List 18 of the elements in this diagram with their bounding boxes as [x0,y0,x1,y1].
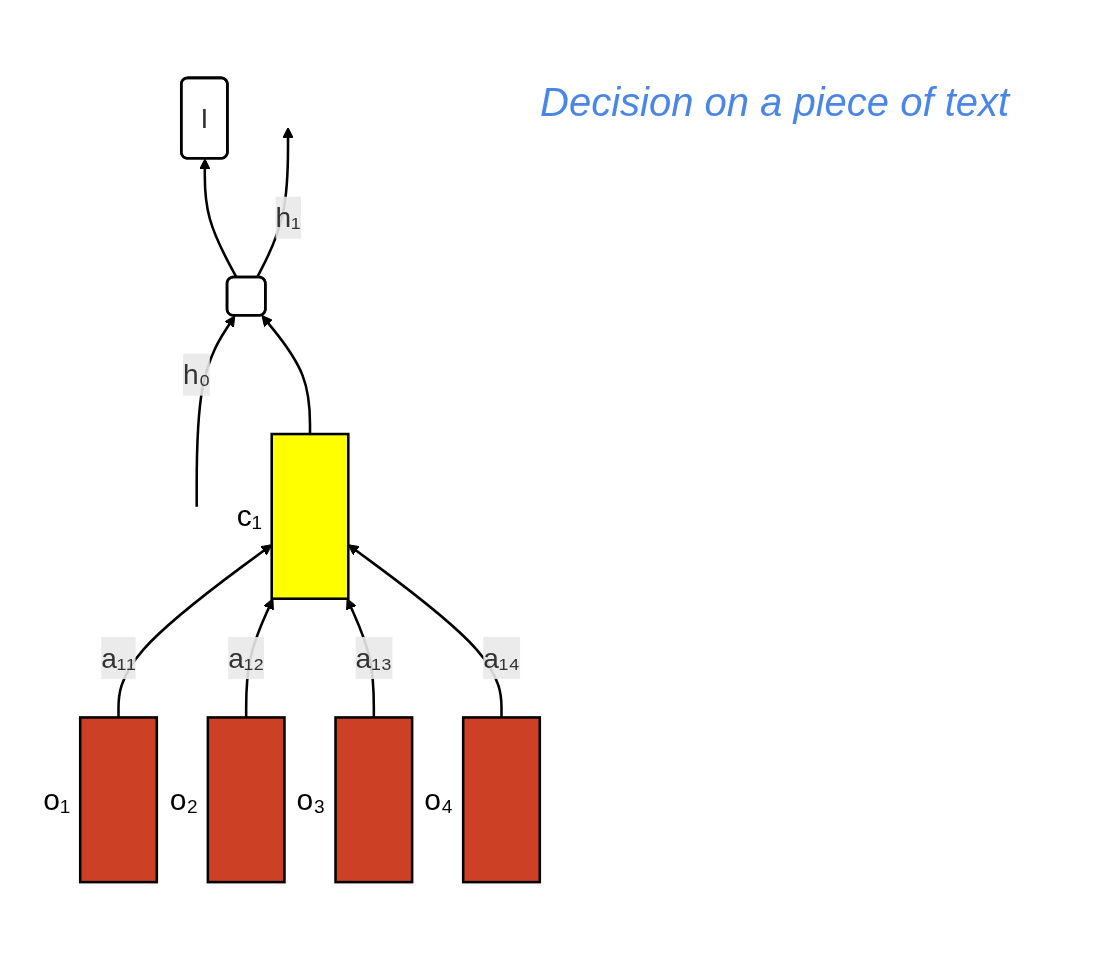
title: Decision on a piece of text [540,80,1010,125]
node-bar [461,716,542,884]
node-caption: o₃ [296,782,326,817]
edge-label: a₁₂ [228,642,265,675]
edge-label: a₁₄ [483,642,520,675]
node-caption: o₄ [424,782,454,817]
node-bar [206,716,286,884]
node-bar [334,716,414,884]
arrow [261,314,312,435]
node-bar [78,716,159,884]
edge-label: a₁₁ [101,642,136,675]
edge-label: h₁ [275,201,301,234]
node-caption: c₁ [236,499,262,534]
edge-label: h₀ [183,358,211,391]
node-caption: o₁ [43,782,70,817]
node-caption: o₂ [169,782,199,817]
edge-label: a₁₃ [355,642,393,675]
node-bar [270,432,350,600]
